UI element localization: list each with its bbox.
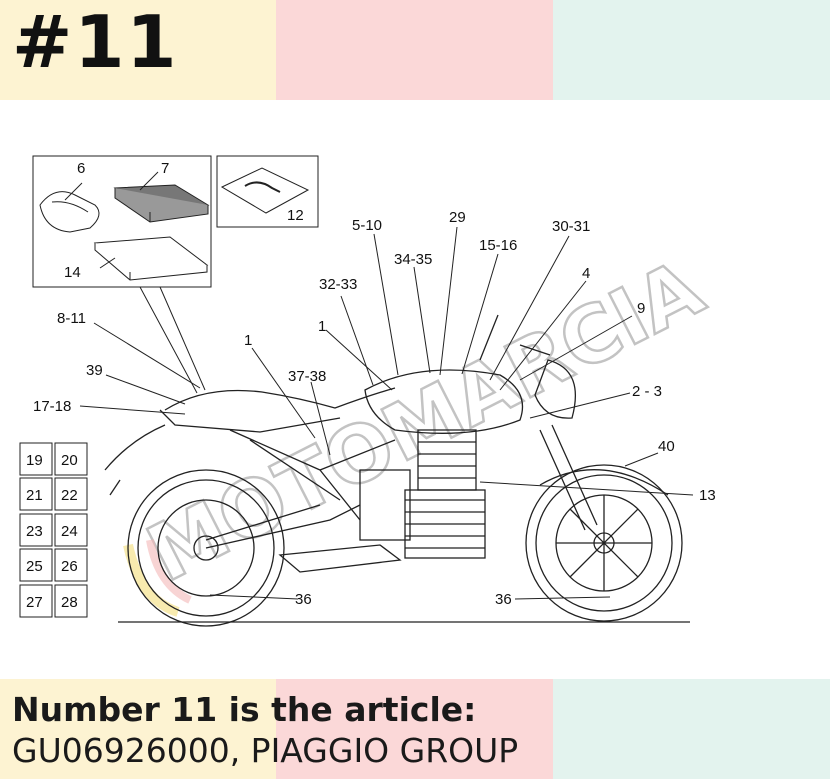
callout-4: 4 bbox=[582, 265, 590, 282]
callout-37-38: 37-38 bbox=[288, 368, 326, 385]
callout-40: 40 bbox=[658, 438, 675, 455]
grid-27: 27 bbox=[26, 594, 43, 611]
callout-6: 6 bbox=[77, 160, 85, 177]
watermark-logo-swoosh bbox=[123, 543, 180, 617]
callout-1-left: 1 bbox=[244, 332, 252, 349]
item-number-title: #11 bbox=[12, 0, 179, 84]
header-band bbox=[0, 0, 830, 100]
callout-36-rear: 36 bbox=[295, 591, 312, 608]
callout-13: 13 bbox=[699, 487, 716, 504]
watermark: MOTOMARCIA bbox=[133, 242, 718, 601]
callout-39: 39 bbox=[86, 362, 103, 379]
grid-24: 24 bbox=[61, 523, 78, 540]
callout-5-10: 5-10 bbox=[352, 217, 382, 234]
callout-8-11: 8-11 bbox=[57, 310, 86, 327]
callout-9: 9 bbox=[637, 300, 645, 317]
grid-19: 19 bbox=[26, 452, 43, 469]
callout-1-right: 1 bbox=[318, 318, 326, 335]
callout-12: 12 bbox=[287, 207, 304, 224]
kit-inset-box bbox=[32, 155, 212, 288]
callout-2-3: 2 - 3 bbox=[632, 383, 662, 400]
footer-band bbox=[0, 679, 830, 779]
grid-25: 25 bbox=[26, 558, 43, 575]
callout-7: 7 bbox=[161, 160, 169, 177]
callout-32-33: 32-33 bbox=[319, 276, 357, 293]
callout-17-18: 17-18 bbox=[33, 398, 71, 415]
callout-36-front: 36 bbox=[495, 591, 512, 608]
decal-number-grid bbox=[19, 442, 88, 618]
exploded-parts-diagram: MOTOMARCIA bbox=[19, 155, 718, 627]
callout-34-35: 34-35 bbox=[394, 251, 432, 268]
article-caption-heading: Number 11 is the article: bbox=[12, 690, 477, 729]
cover-inset-box bbox=[216, 155, 319, 228]
grid-20: 20 bbox=[61, 452, 78, 469]
callout-30-31: 30-31 bbox=[552, 218, 590, 235]
motorcycle-drawing bbox=[104, 314, 683, 627]
grid-28: 28 bbox=[61, 594, 78, 611]
callout-15-16: 15-16 bbox=[479, 237, 517, 254]
grid-22: 22 bbox=[61, 487, 78, 504]
callout-14: 14 bbox=[64, 264, 81, 281]
grid-21: 21 bbox=[26, 487, 43, 504]
article-code-and-brand: GU06926000, PIAGGIO GROUP bbox=[12, 731, 519, 770]
grid-26: 26 bbox=[61, 558, 78, 575]
grid-23: 23 bbox=[26, 523, 43, 540]
callout-29: 29 bbox=[449, 209, 466, 226]
watermark-text: MOTOMARCIA bbox=[134, 244, 717, 600]
